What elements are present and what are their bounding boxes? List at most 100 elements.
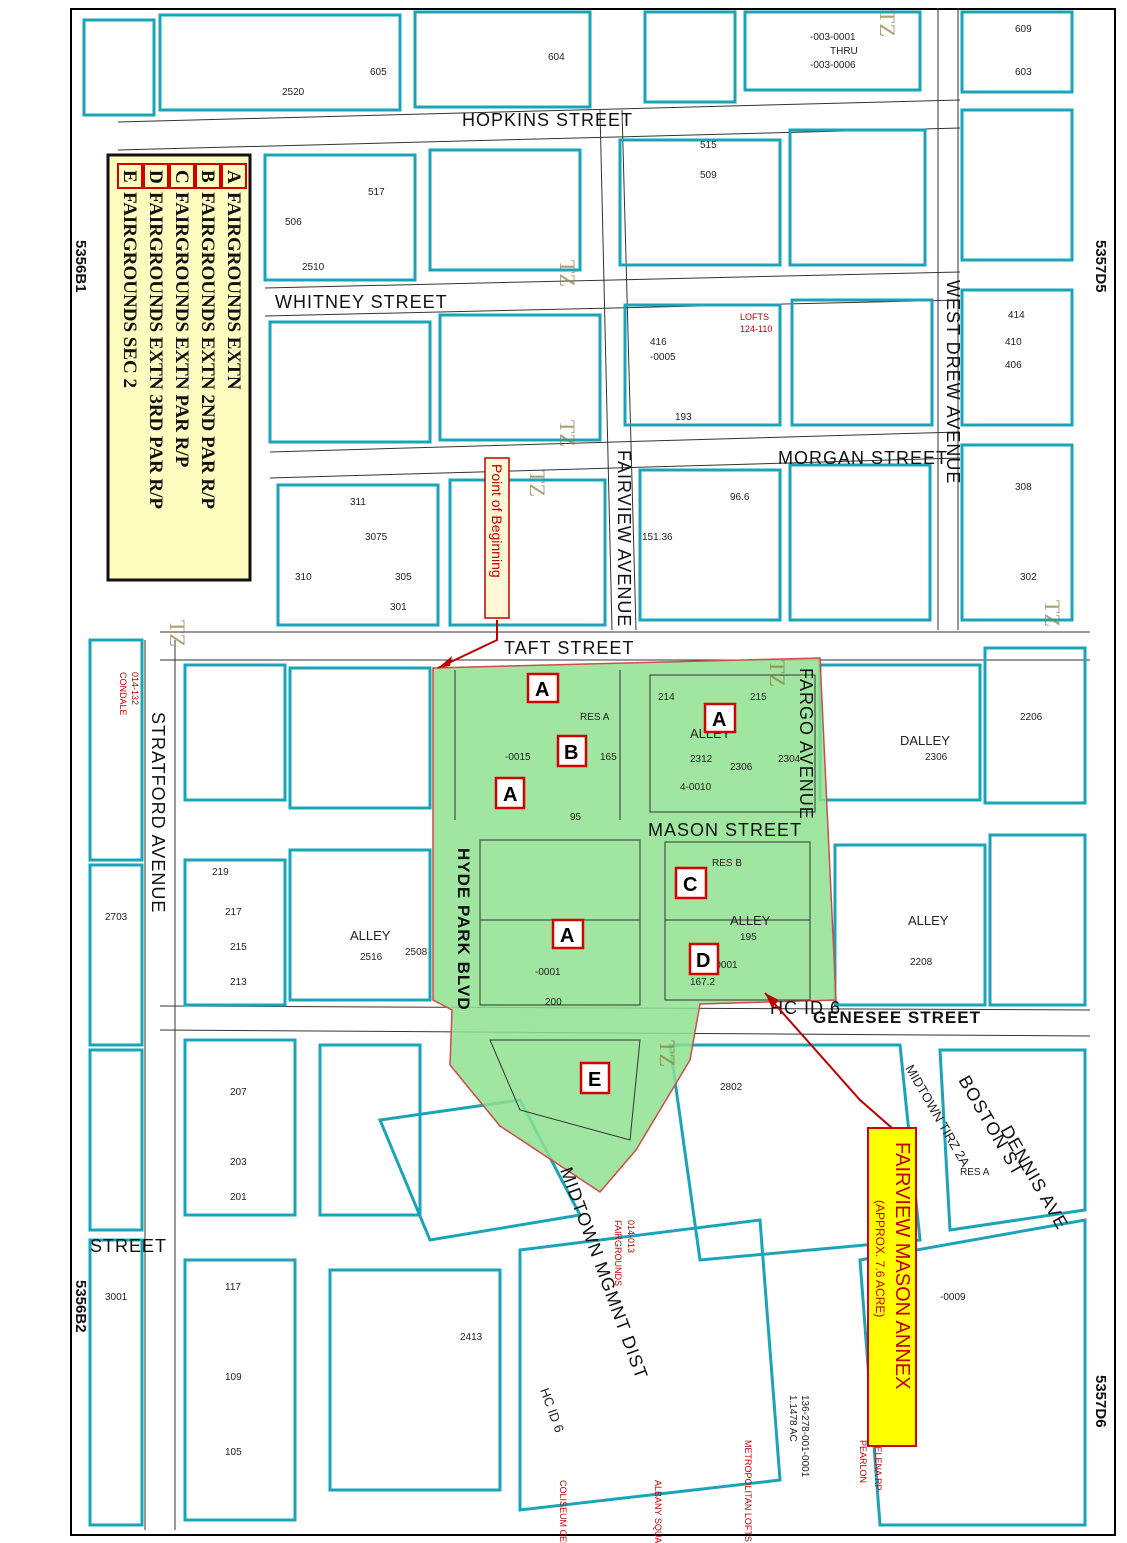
alley-label-3: ALLEY <box>908 913 949 928</box>
svg-text:124-110: 124-110 <box>740 324 772 334</box>
svg-text:215: 215 <box>230 942 247 953</box>
svg-text:C: C <box>171 170 192 184</box>
svg-text:2510: 2510 <box>302 262 325 273</box>
point-of-beginning-label: Point of Beginning <box>489 464 505 578</box>
svg-text:COLISEUM CENTER: COLISEUM CENTER <box>558 1480 568 1543</box>
svg-text:RES A: RES A <box>580 712 610 723</box>
alley-label-2: ALLEY <box>730 913 771 928</box>
svg-text:2304: 2304 <box>778 754 801 765</box>
fairview-mason-annex-area[interactable] <box>432 657 837 1193</box>
svg-text:200: 200 <box>545 997 562 1008</box>
svg-text:FAIRGROUNDS SEC 2: FAIRGROUNDS SEC 2 <box>119 192 140 388</box>
mason-street-label: MASON STREET <box>648 820 802 840</box>
parcel-letter-markers: A B A A C A D E <box>494 672 737 1095</box>
svg-text:2508: 2508 <box>405 947 428 958</box>
svg-text:3001: 3001 <box>105 1292 128 1303</box>
svg-text:A: A <box>535 679 549 701</box>
svg-text:2520: 2520 <box>282 87 305 98</box>
alley-label: ALLEY <box>350 928 391 943</box>
svg-text:014-132: 014-132 <box>130 672 140 705</box>
hyde-park-blvd-label: HYDE PARK BLVD <box>454 848 473 1011</box>
subdivision-notes: LOFTS 124-110 FAIRGROUNDS 014-013 ALBANY… <box>118 312 883 1543</box>
svg-text:FAIRGROUNDS EXTN 3RD PAR R/P: FAIRGROUNDS EXTN 3RD PAR R/P <box>145 192 166 509</box>
map-frame <box>70 8 1116 1536</box>
sheet-number-bottom-right: 5357D6 <box>1092 1375 1109 1428</box>
svg-text:517: 517 <box>368 187 385 198</box>
svg-text:LOFTS: LOFTS <box>740 312 769 322</box>
svg-text:-0001: -0001 <box>712 960 738 971</box>
parcel-letter-e: E <box>579 1061 611 1095</box>
svg-text:E: E <box>588 1069 601 1091</box>
svg-text:-0015: -0015 <box>505 752 531 763</box>
svg-text:151.36: 151.36 <box>642 532 673 543</box>
midtown-mgmt-dist-label: MIDTOWN MGMNT DIST <box>556 1165 652 1383</box>
parcel-letter-c: C <box>674 866 708 900</box>
svg-text:217: 217 <box>225 907 242 918</box>
svg-text:109: 109 <box>225 1372 242 1383</box>
svg-text:-003-0001: -003-0001 <box>810 32 856 43</box>
svg-text:3075: 3075 <box>365 532 388 543</box>
svg-text:-0005: -0005 <box>650 352 676 363</box>
svg-text:THRU: THRU <box>830 46 858 57</box>
svg-text:2306: 2306 <box>730 762 753 773</box>
svg-text:ALBANY SQUARE: ALBANY SQUARE <box>653 1480 663 1543</box>
morgan-street-label: MORGAN STREET <box>778 448 948 468</box>
svg-text:E: E <box>119 170 140 183</box>
svg-text:2516: 2516 <box>360 952 383 963</box>
tz-mark: TZ <box>765 660 790 687</box>
svg-text:165: 165 <box>600 752 617 763</box>
svg-text:-0009: -0009 <box>940 1292 966 1303</box>
annex-label-callout: FAIRVIEW MASON ANNEX (APPROX. 7.6 ACRE) <box>764 992 917 1447</box>
west-drew-avenue-label: WEST DREW AVENUE <box>943 280 963 484</box>
svg-text:215: 215 <box>750 692 767 703</box>
svg-text:D: D <box>696 950 710 972</box>
svg-text:A: A <box>560 925 574 947</box>
svg-text:193: 193 <box>675 412 692 423</box>
svg-text:203: 203 <box>230 1157 247 1168</box>
whitney-street-label: WHITNEY STREET <box>275 292 448 312</box>
svg-text:219: 219 <box>212 867 229 878</box>
parcel-letter-a-3: A <box>703 702 737 734</box>
svg-text:105: 105 <box>225 1447 242 1458</box>
annex-title: FAIRVIEW MASON ANNEX <box>891 1142 913 1389</box>
svg-text:CONDALE: CONDALE <box>118 672 128 716</box>
svg-text:117: 117 <box>225 1282 241 1293</box>
legend: A FAIRGROUNDS EXTN B FAIRGROUNDS EXTN 2N… <box>106 153 252 582</box>
svg-text:A: A <box>503 784 517 806</box>
svg-text:B: B <box>564 742 578 764</box>
svg-text:604: 604 <box>548 52 565 63</box>
svg-text:1.1478 AC: 1.1478 AC <box>787 1395 798 1442</box>
fargo-avenue-label: FARGO AVENUE <box>796 668 816 820</box>
sheet-number-top-left: 5356B1 <box>72 240 89 293</box>
parcel-letter-b: B <box>556 734 588 768</box>
svg-text:PEARLON: PEARLON <box>858 1440 868 1483</box>
street-fragment-label: STREET <box>90 1236 167 1256</box>
svg-text:2312: 2312 <box>690 754 713 765</box>
svg-text:311: 311 <box>350 497 366 508</box>
svg-text:414: 414 <box>1008 310 1025 321</box>
sheet-numbers: 5356B1 5357D5 5356B2 5357D6 <box>72 240 1109 1428</box>
svg-text:96.6: 96.6 <box>730 492 750 503</box>
fairview-avenue-label: FAIRVIEW AVENUE <box>614 450 634 627</box>
taft-street-label: TAFT STREET <box>504 638 634 658</box>
svg-text:410: 410 <box>1005 337 1022 348</box>
parcel-letter-a-1: A <box>526 672 560 704</box>
svg-text:2306: 2306 <box>925 752 948 763</box>
svg-text:-0001: -0001 <box>535 967 561 978</box>
legend-item-b: B FAIRGROUNDS EXTN 2ND PAR R/P <box>195 163 221 509</box>
svg-text:FAIRGROUNDS EXTN 2ND PAR R/P: FAIRGROUNDS EXTN 2ND PAR R/P <box>197 192 218 509</box>
svg-text:308: 308 <box>1015 482 1032 493</box>
svg-text:FAIRGROUNDS: FAIRGROUNDS <box>613 1220 623 1286</box>
svg-text:METROPOLITAN LOFTS: METROPOLITAN LOFTS <box>743 1440 753 1542</box>
sheet-number-top-right: 5357D5 <box>1092 240 1109 293</box>
tz-mark: TZ <box>555 420 580 447</box>
tz-mark: TZ <box>555 260 580 287</box>
svg-text:515: 515 <box>700 140 717 151</box>
svg-text:603: 603 <box>1015 67 1032 78</box>
parcel-blocks <box>82 10 1087 1527</box>
svg-text:2208: 2208 <box>910 957 933 968</box>
svg-text:416: 416 <box>650 337 667 348</box>
svg-text:A: A <box>712 709 726 731</box>
svg-text:310: 310 <box>295 572 312 583</box>
